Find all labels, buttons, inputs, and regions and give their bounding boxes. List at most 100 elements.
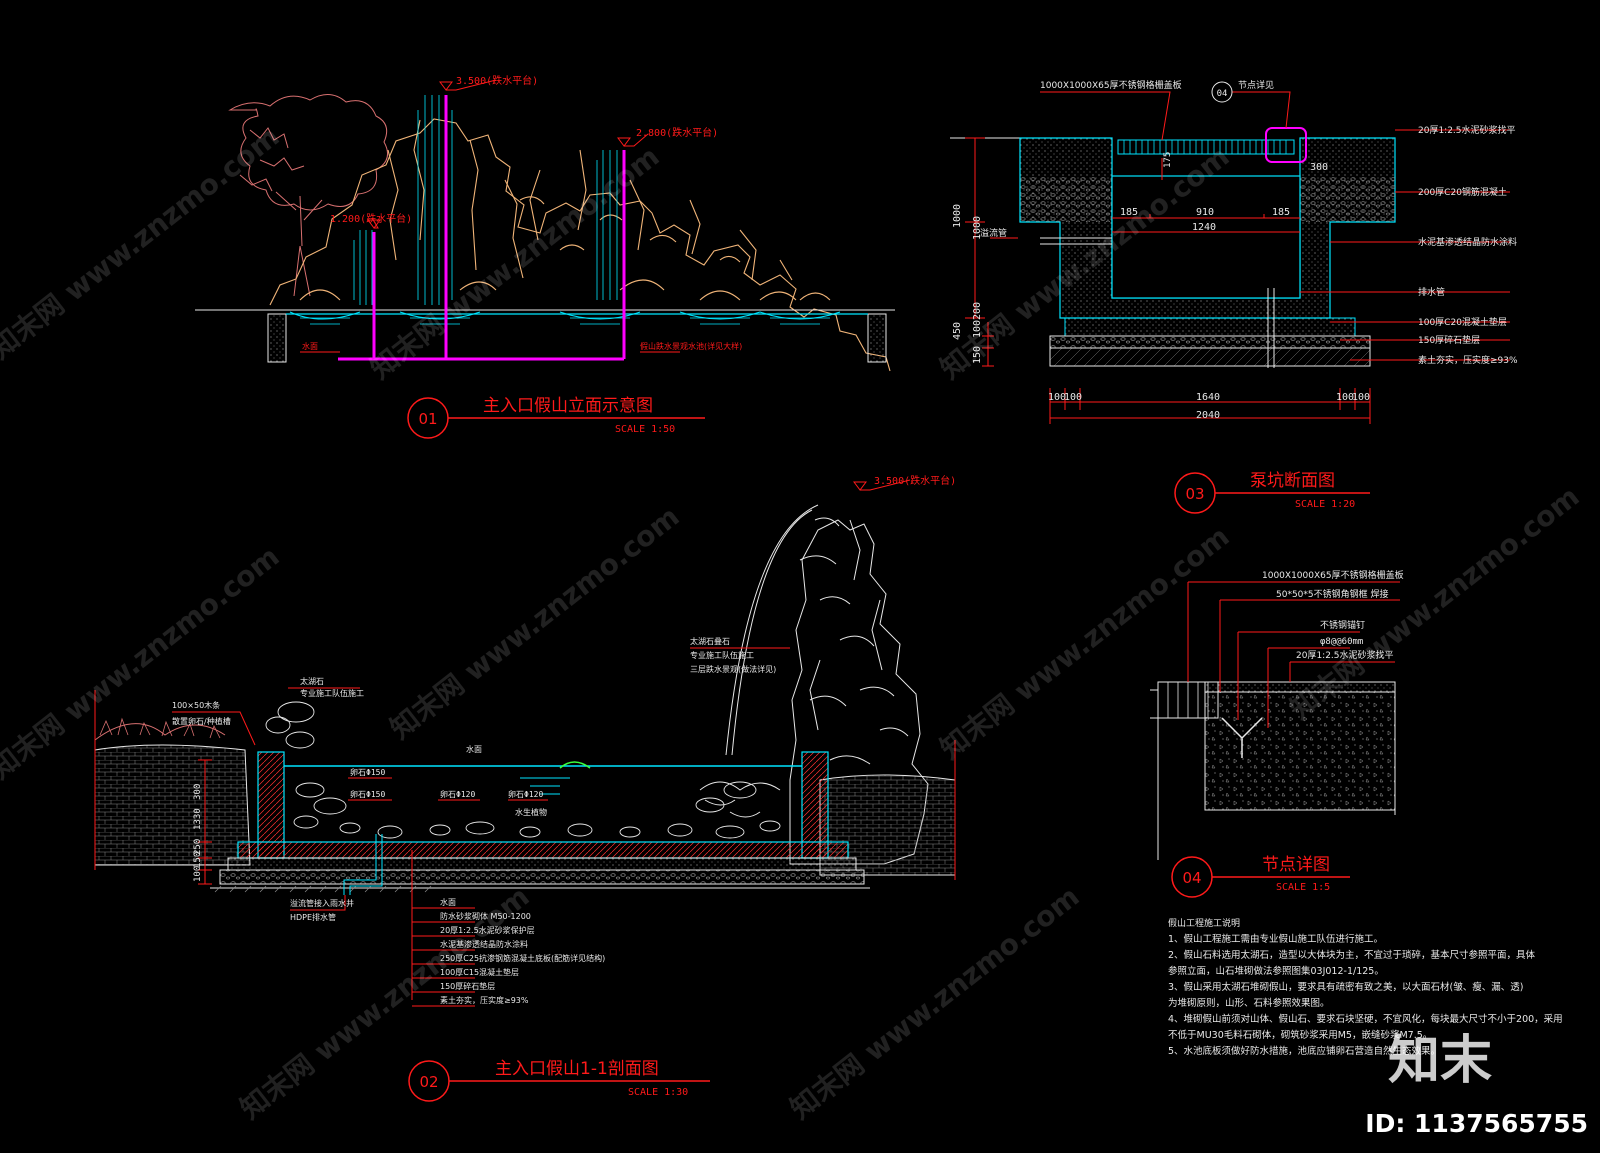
node-note-2: 50*50*5不锈钢角钢框 焊接 <box>1276 588 1389 600</box>
drawing-02-section: 3.500(跌水平台) 1330 300 250 150 100 100×50木… <box>94 474 956 1102</box>
detail-ref-number: 04 <box>1217 89 1228 99</box>
pebble-label-2: 卵石Φ150 <box>350 789 385 799</box>
pebbles <box>265 701 781 839</box>
dim-bottom-100-d: 100 <box>1352 392 1370 403</box>
section-dim-1330: 1330 <box>193 808 203 830</box>
pebble-label-3: 卵石Φ120 <box>440 789 475 799</box>
waterfalls <box>289 95 841 325</box>
tree-canopy <box>228 94 389 297</box>
section-dim-250: 250 <box>193 839 203 855</box>
pebble-label-4: 卵石Φ120 <box>508 789 543 799</box>
notes-heading: 假山工程施工说明 <box>1168 917 1240 929</box>
section-note-top-left-2: 散置卵石/种植槽 <box>172 716 231 726</box>
layer-note-2: 防水砂浆砌体 M50-1200 <box>440 911 531 921</box>
drawing-title-01: 主入口假山立面示意图 <box>483 396 653 416</box>
lid-note: 1000X1000X65厚不锈钢格栅盖板 <box>1040 79 1182 91</box>
dim-bottom-100-c: 100 <box>1336 392 1354 403</box>
dim-200: 200 <box>972 302 983 320</box>
node-note-5: 20厚1:2.5水泥砂浆找平 <box>1296 649 1394 661</box>
pit-note-5: 100厚C20混凝土垫层 <box>1418 316 1507 328</box>
notes-line-3: 参照立面，山石堆砌做法参照图集03J012-1/125。 <box>1168 965 1384 977</box>
pebble-label-5: 水生植物 <box>515 807 547 817</box>
layer-note-7: 150厚碎石垫层 <box>440 981 495 991</box>
brand-logo-text: 知末 <box>1388 1031 1492 1091</box>
drain-note-2: HDPE排水管 <box>290 912 336 922</box>
pool-section <box>195 309 895 363</box>
rockery-outline <box>269 118 891 372</box>
dim-185-right: 185 <box>1272 207 1290 218</box>
watermark-text-1: 知末网 www.znzmo.com <box>0 120 285 366</box>
elevation-tags <box>367 79 649 229</box>
dim-1240: 1240 <box>1192 222 1216 233</box>
layer-note-3: 20厚1:2.5水泥砂浆保护层 <box>440 925 535 935</box>
dim-150: 150 <box>972 346 983 364</box>
drawing-title-04: 节点详图 <box>1262 855 1330 875</box>
drawing-title-02: 主入口假山1-1剖面图 <box>495 1059 659 1079</box>
dim-bottom-100-a: 100 <box>1048 392 1066 403</box>
water-level-note: 水面 <box>302 341 318 351</box>
dim-bottom-100-b: 100 <box>1064 392 1082 403</box>
section-note-rock-2: 专业施工队伍施工 <box>300 688 364 698</box>
drawing-scale-02: SCALE 1:30 <box>628 1087 688 1098</box>
watermark-text-2: 知末网 www.znzmo.com <box>364 140 665 386</box>
section-elev-3500: 3.500(跌水平台) <box>874 474 956 487</box>
dim-2040: 2040 <box>1196 410 1220 421</box>
dim-300: 300 <box>1310 162 1328 173</box>
title-block-04: 04 节点详图 SCALE 1:5 <box>1171 855 1350 898</box>
drawing-title-03: 泵坑断面图 <box>1250 471 1335 491</box>
title-block-03: 03 泵坑断面图 SCALE 1:20 <box>1174 471 1370 514</box>
notes-line-5: 为堆砌原则，山形、石料参照效果图。 <box>1168 997 1330 1009</box>
section-dim-300: 300 <box>193 784 203 800</box>
notes-line-6: 4、堆砌假山前须对山体、假山石、要求石块坚硬，不宜风化，每块最大尺寸不小于200… <box>1168 1013 1563 1025</box>
dim-1000-a: 1000 <box>952 204 963 228</box>
detail-ref-note: 节点详见 <box>1238 79 1274 91</box>
level-markers <box>338 95 626 361</box>
pump-pit-leaders <box>990 91 1510 361</box>
node-note-3: 不锈钢锚钉 <box>1320 619 1365 631</box>
dim-100: 100 <box>972 320 983 338</box>
section-water-note: 水面 <box>466 744 482 754</box>
pump-pit-dimensions <box>965 137 1371 424</box>
drawing-number-02: 02 <box>419 1073 438 1091</box>
notes-line-4: 3、假山采用太湖石堆砌假山，要求具有疏密有致之美，以大面石材(皱、瘦、漏、透) <box>1168 981 1523 993</box>
elev-1200-label: 1.200(跌水平台) <box>330 212 412 225</box>
drawing-number-01: 01 <box>418 410 437 428</box>
drawing-scale-04: SCALE 1:5 <box>1276 882 1330 893</box>
node-note-4: φ8@@60mm <box>1320 637 1363 647</box>
section-note-right-2: 专业施工队伍施工 <box>690 650 754 660</box>
watermark-text-7: 知末网 www.znzmo.com <box>1284 480 1585 726</box>
node-note-1: 1000X1000X65厚不锈钢格栅盖板 <box>1262 569 1404 581</box>
grating-cover <box>1117 139 1295 155</box>
pit-note-7: 素土夯实，压实度≥93% <box>1418 354 1518 366</box>
section-note-top-left: 100×50木条 <box>172 700 220 710</box>
dim-450: 450 <box>952 322 963 340</box>
section-note-rock: 太湖石 <box>300 676 324 686</box>
dim-1640: 1640 <box>1196 392 1220 403</box>
section-dim-150: 150 <box>193 852 203 868</box>
pit-note-3: 水泥基渗透结晶防水涂料 <box>1418 236 1517 248</box>
title-block-02: 02 主入口假山1-1剖面图 SCALE 1:30 <box>408 1059 710 1102</box>
elev-2800-label: 2.800(跌水平台) <box>636 126 718 139</box>
pit-note-6: 150厚碎石垫层 <box>1418 334 1480 346</box>
drawing-04-node-detail: 1000X1000X65厚不锈钢格栅盖板 50*50*5不锈钢角钢框 焊接 不锈… <box>1150 569 1404 898</box>
title-block-01: 01 主入口假山立面示意图 SCALE 1:50 <box>407 396 705 439</box>
dim-185-left: 185 <box>1120 207 1138 218</box>
watermark-text-5: 知末网 www.znzmo.com <box>384 500 685 746</box>
detail-ref-bubble <box>1211 81 1233 103</box>
dim-910: 910 <box>1196 207 1214 218</box>
pit-note-1: 20厚1:2.5水泥砂浆找平 <box>1418 124 1516 136</box>
node-leaders <box>1187 581 1400 728</box>
overflow-note: 溢流管 <box>980 227 1007 239</box>
notes-line-2: 2、假山石料选用太湖石，造型以大体块为主，不宜过于琐碎，基本尺寸参照平面，具体 <box>1168 949 1536 961</box>
pit-note-2: 200厚C20钢筋混凝土 <box>1418 186 1507 198</box>
watermark-text-9: 知末网 www.znzmo.com <box>784 880 1085 1126</box>
drawing-scale-03: SCALE 1:20 <box>1295 499 1355 510</box>
layer-note-6: 100厚C15混凝土垫层 <box>440 967 519 977</box>
dim-175: 175 <box>1163 152 1173 168</box>
drawing-number-03: 03 <box>1185 485 1204 503</box>
pool-note: 假山跌水景观水池(详见大样) <box>640 341 742 351</box>
brand-stamp: 知末 ID: 1137565755 <box>1365 1031 1588 1138</box>
drain-note-1: 溢流管接入雨水井 <box>290 898 354 908</box>
notes-line-1: 1、假山工程施工需由专业假山施工队伍进行施工。 <box>1168 933 1383 945</box>
